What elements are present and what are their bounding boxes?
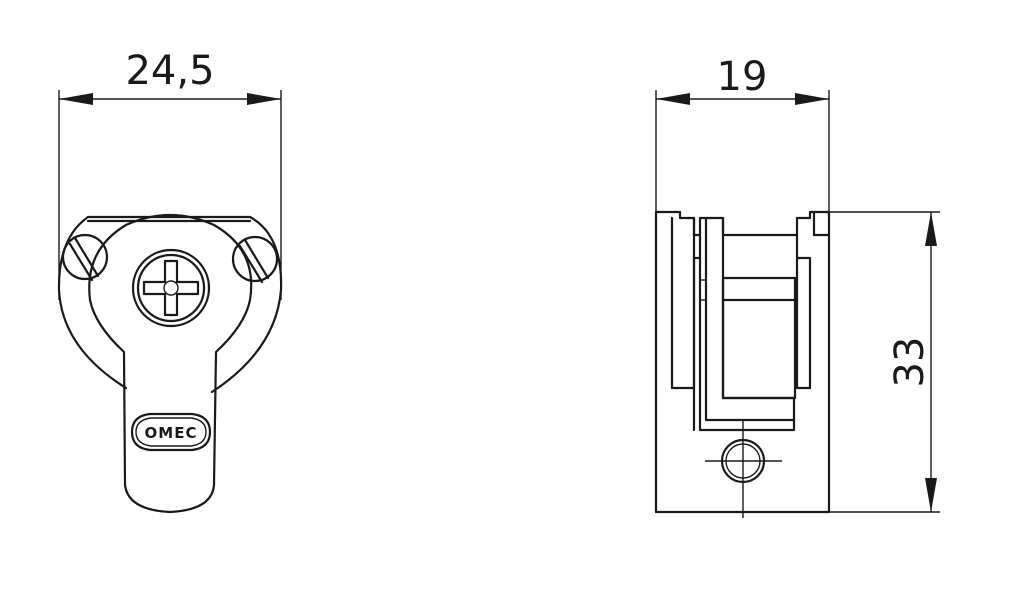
side-right-outer	[812, 210, 831, 237]
back-plate-outline	[86, 215, 283, 394]
front-view: 24,5 OMEC	[57, 48, 283, 514]
front-width-label: 24,5	[125, 48, 214, 94]
brand-logo: OMEC	[130, 412, 212, 452]
arrow-right	[795, 93, 829, 105]
logo-text: OMEC	[145, 424, 198, 442]
side-lever-outer	[698, 256, 796, 432]
side-inner-block	[721, 276, 797, 400]
arrow-right	[247, 93, 281, 105]
front-width-dimension: 24,5	[58, 48, 282, 300]
back-plate-outline-left	[57, 215, 128, 390]
side-left-strip	[670, 216, 702, 390]
side-width-dimension: 19	[655, 54, 830, 212]
side-height-label: 33	[887, 337, 933, 388]
side-lever	[704, 216, 796, 422]
arrow-left	[59, 93, 93, 105]
center-bolt-icon	[131, 248, 211, 328]
right-screw-icon	[231, 235, 279, 284]
mounting-hole-icon	[705, 420, 782, 518]
cover-body	[88, 213, 253, 514]
side-view: 19 33	[654, 54, 940, 518]
arrow-bottom	[925, 478, 937, 512]
side-width-label: 19	[717, 54, 768, 100]
side-height-dimension: 33	[829, 211, 940, 513]
arrow-left	[656, 93, 690, 105]
side-right-strip	[795, 233, 812, 390]
arrow-top	[925, 212, 937, 246]
left-screw-icon	[61, 233, 109, 282]
